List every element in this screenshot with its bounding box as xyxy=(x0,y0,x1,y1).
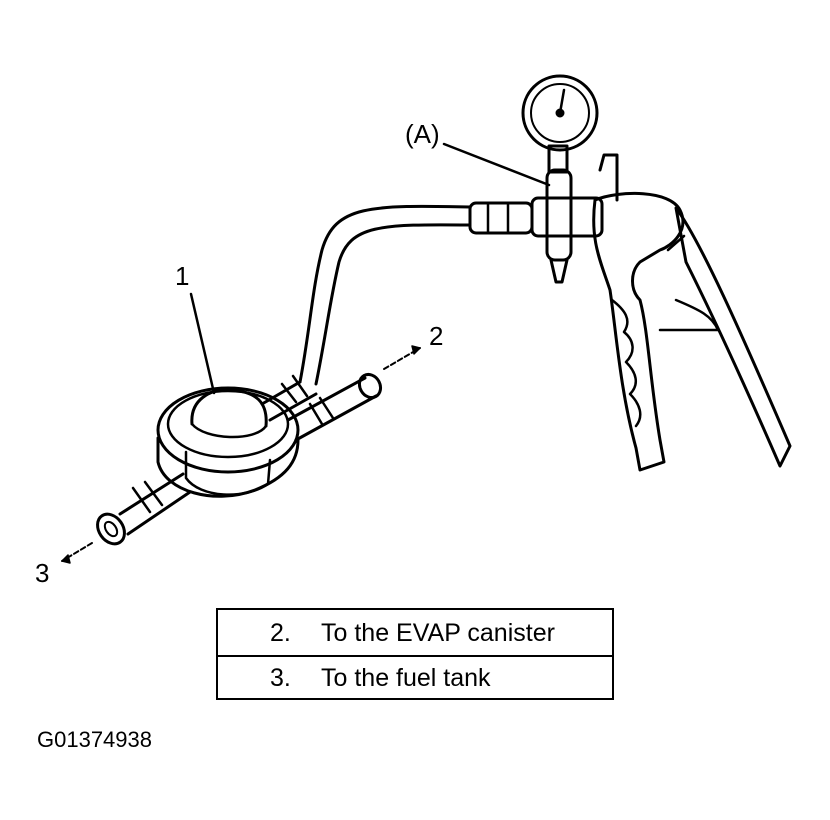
legend-number: 3. xyxy=(270,664,291,692)
valve-icon xyxy=(96,372,383,546)
vacuum-pump-icon xyxy=(468,74,792,472)
figure-code: G01374938 xyxy=(37,727,152,752)
legend-text: To the fuel tank xyxy=(321,664,491,692)
legend-text: To the EVAP canister xyxy=(321,619,555,647)
gauge-callout: (A) xyxy=(405,119,440,149)
legend-row: 2. To the EVAP canister xyxy=(218,610,612,657)
tank-callout: 3 xyxy=(35,558,50,588)
legend-row: 3. To the fuel tank xyxy=(218,655,612,700)
arrow-icon xyxy=(61,345,421,564)
valve-leader-line xyxy=(189,292,216,395)
pressure-gauge-icon xyxy=(521,74,599,174)
legend-number: 2. xyxy=(270,619,291,647)
canister-callout: 2 xyxy=(429,321,444,351)
valve-callout: 1 xyxy=(175,261,190,291)
gauge-leader-line xyxy=(442,142,551,187)
legend-table: 2. To the EVAP canister 3. To the fuel t… xyxy=(216,608,614,700)
hose xyxy=(298,204,472,386)
